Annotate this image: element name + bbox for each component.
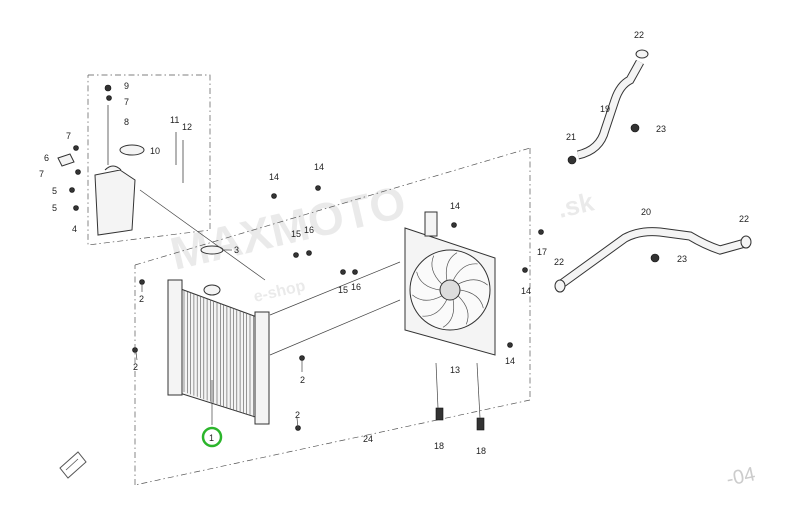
watermark-suffix: .sk xyxy=(555,186,597,223)
callout-23: 23 xyxy=(656,124,666,134)
callout-2: 2 xyxy=(295,410,300,420)
fan-shroud xyxy=(404,211,496,356)
radiator-frame xyxy=(134,147,531,486)
leader-lines xyxy=(135,189,481,429)
callout-16: 16 xyxy=(304,225,314,235)
page-code: -04 xyxy=(724,463,757,491)
callout-12: 12 xyxy=(182,122,192,132)
callout-2: 2 xyxy=(133,362,138,372)
callout-7: 7 xyxy=(39,169,44,179)
callout-8: 8 xyxy=(124,117,129,127)
callout-5: 5 xyxy=(52,203,57,213)
callout-22: 22 xyxy=(554,257,564,267)
callout-2: 2 xyxy=(300,375,305,385)
watermark-brand: MAXMOTO xyxy=(166,175,411,280)
callout-5: 5 xyxy=(52,186,57,196)
callout-14: 14 xyxy=(521,286,531,296)
callout-23: 23 xyxy=(677,254,687,264)
hardware xyxy=(132,185,544,431)
hoses xyxy=(554,49,752,293)
callout-11: 11 xyxy=(170,115,179,125)
callout-24: 24 xyxy=(363,434,373,444)
radiator-core xyxy=(167,279,270,425)
callout-3: 3 xyxy=(234,245,239,255)
callout-7: 7 xyxy=(124,97,129,107)
callout-9: 9 xyxy=(124,81,129,91)
callout-6: 6 xyxy=(44,153,49,163)
callout-15: 15 xyxy=(291,229,301,239)
reservoir-group xyxy=(57,74,211,246)
orientation-arrow-icon xyxy=(59,451,87,479)
fan-blade xyxy=(452,263,478,281)
callout-20: 20 xyxy=(641,207,651,217)
callout-10: 10 xyxy=(150,146,160,156)
callout-18: 18 xyxy=(476,446,486,456)
highlight-circle xyxy=(201,426,223,448)
callout-21: 21 xyxy=(566,132,576,142)
callout-14: 14 xyxy=(269,172,279,182)
callout-7: 7 xyxy=(66,131,71,141)
callout-14: 14 xyxy=(450,201,460,211)
callout-15: 15 xyxy=(338,285,348,295)
callout-22: 22 xyxy=(634,30,644,40)
callout-16: 16 xyxy=(351,282,361,292)
fan-blade xyxy=(416,271,441,291)
watermark-sub: e-shop xyxy=(252,277,307,305)
callout-4: 4 xyxy=(72,224,77,234)
watermark: MAXMOTO .sk e-shop xyxy=(166,175,598,306)
callout-18: 18 xyxy=(434,441,444,451)
fan-blade xyxy=(445,252,458,281)
fan-blade xyxy=(457,295,469,325)
fan-blade xyxy=(412,294,443,301)
callout-22: 22 xyxy=(739,214,749,224)
callout-2: 2 xyxy=(139,294,144,304)
callout-19: 19 xyxy=(600,104,610,114)
fan-blade xyxy=(422,299,448,317)
callouts: 1 2 2 2 2 3 4 5 5 6 7 7 7 8 9 10 11 12 1… xyxy=(39,30,749,456)
callout-17: 17 xyxy=(537,247,547,257)
fan-blade xyxy=(431,255,443,285)
callout-13: 13 xyxy=(450,365,460,375)
callout-14: 14 xyxy=(314,162,324,172)
fan-blade xyxy=(457,279,488,286)
callout-14: 14 xyxy=(505,356,515,366)
fan-blade xyxy=(459,289,484,309)
fan-blade xyxy=(442,299,455,328)
callout-1: 1 xyxy=(209,433,214,443)
